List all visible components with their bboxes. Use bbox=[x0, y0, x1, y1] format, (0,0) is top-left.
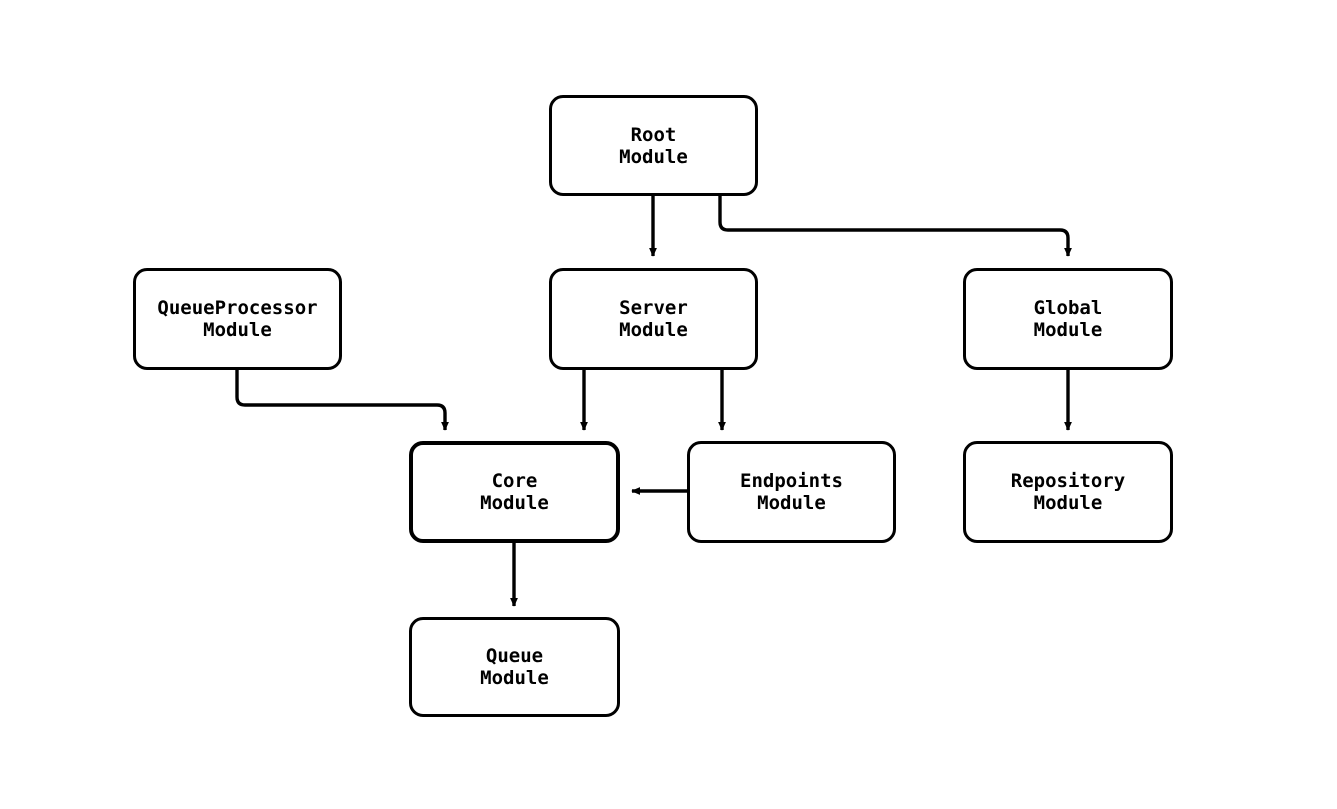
node-queue[interactable]: Queue Module bbox=[409, 617, 620, 717]
node-queueprocessor[interactable]: QueueProcessor Module bbox=[133, 268, 342, 370]
node-endpoints-label-line1: Endpoints bbox=[740, 470, 843, 492]
edge-queueprocessor-core bbox=[235, 370, 449, 431]
node-root-label-line2: Module bbox=[619, 145, 688, 168]
node-core-label-line1: Core bbox=[491, 470, 538, 492]
node-repository-label-line2: Module bbox=[1033, 492, 1103, 514]
node-global[interactable]: Global Module bbox=[963, 268, 1173, 370]
node-endpoints[interactable]: Endpoints Module bbox=[687, 441, 896, 543]
node-repository[interactable]: Repository Module bbox=[963, 441, 1173, 543]
node-global-label-line1: Global bbox=[1033, 297, 1103, 319]
node-server-label-line1: Server bbox=[619, 297, 688, 319]
edge-root-global bbox=[718, 196, 1072, 257]
node-root-label-line1: Root bbox=[630, 123, 677, 146]
node-queue-label-line2: Module bbox=[480, 667, 549, 689]
node-core-label-line2: Module bbox=[480, 492, 549, 514]
node-queueprocessor-label-line1: QueueProcessor bbox=[157, 297, 318, 319]
edge-group bbox=[235, 196, 1072, 607]
node-server-label-line2: Module bbox=[619, 319, 688, 341]
node-global-label-line2: Module bbox=[1033, 319, 1103, 341]
node-core[interactable]: Core Module bbox=[409, 441, 620, 543]
node-queueprocessor-label-line2: Module bbox=[203, 319, 272, 341]
node-queue-label-line1: Queue bbox=[485, 645, 544, 667]
node-endpoints-label-line2: Module bbox=[757, 492, 826, 514]
node-repository-label-line1: Repository bbox=[1010, 470, 1126, 492]
node-root[interactable]: Root Module bbox=[549, 95, 758, 196]
node-server[interactable]: Server Module bbox=[549, 268, 758, 370]
